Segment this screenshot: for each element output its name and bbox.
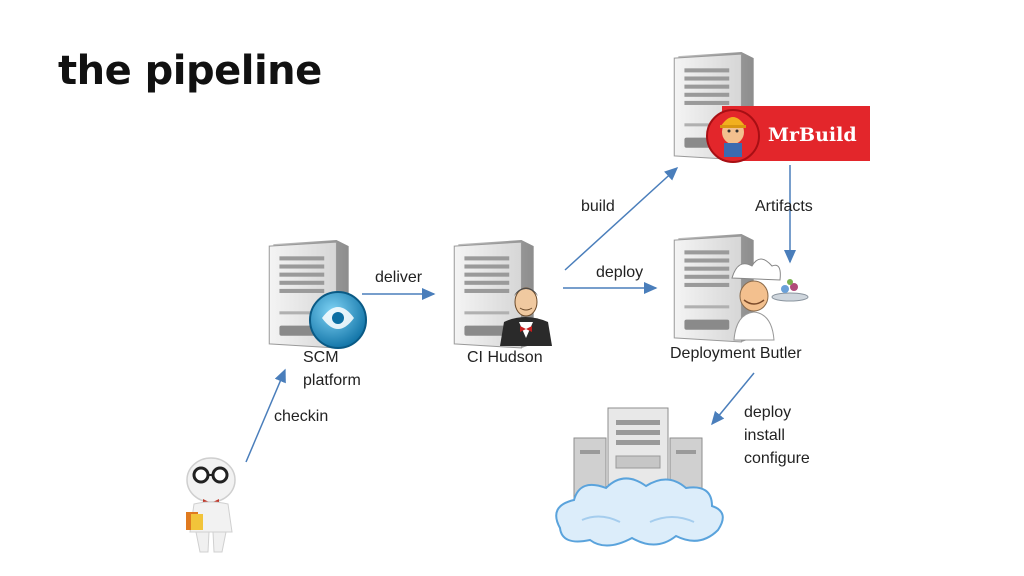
mrbuild-logo: MrBuild [706,106,870,163]
checkin-arrow [245,368,286,463]
deploy-label: deploy [596,264,644,281]
scm-logo-icon [309,291,367,349]
deployment-butler-label: Deployment Butler [670,345,802,362]
chef-butler-icon [731,258,809,341]
developer-icon [186,457,236,553]
build-label: build [581,198,615,215]
scm-platform-label: SCM platform [303,349,361,389]
mrbuild-logo-text: MrBuild [768,124,857,146]
build-arrow [564,166,679,271]
cloud-servers-icon [555,407,724,547]
page-title: the pipeline [58,48,322,94]
deploy-install-configure-label: deploy install configure [744,404,810,467]
deploy-install-arrow [711,372,755,426]
ci-hudson-label: CI Hudson [467,349,543,366]
deliver-label: deliver [375,269,423,286]
hudson-butler-icon [500,287,552,346]
artifacts-label: Artifacts [755,198,813,215]
builder-icon [720,117,746,157]
checkin-label: checkin [274,408,329,425]
